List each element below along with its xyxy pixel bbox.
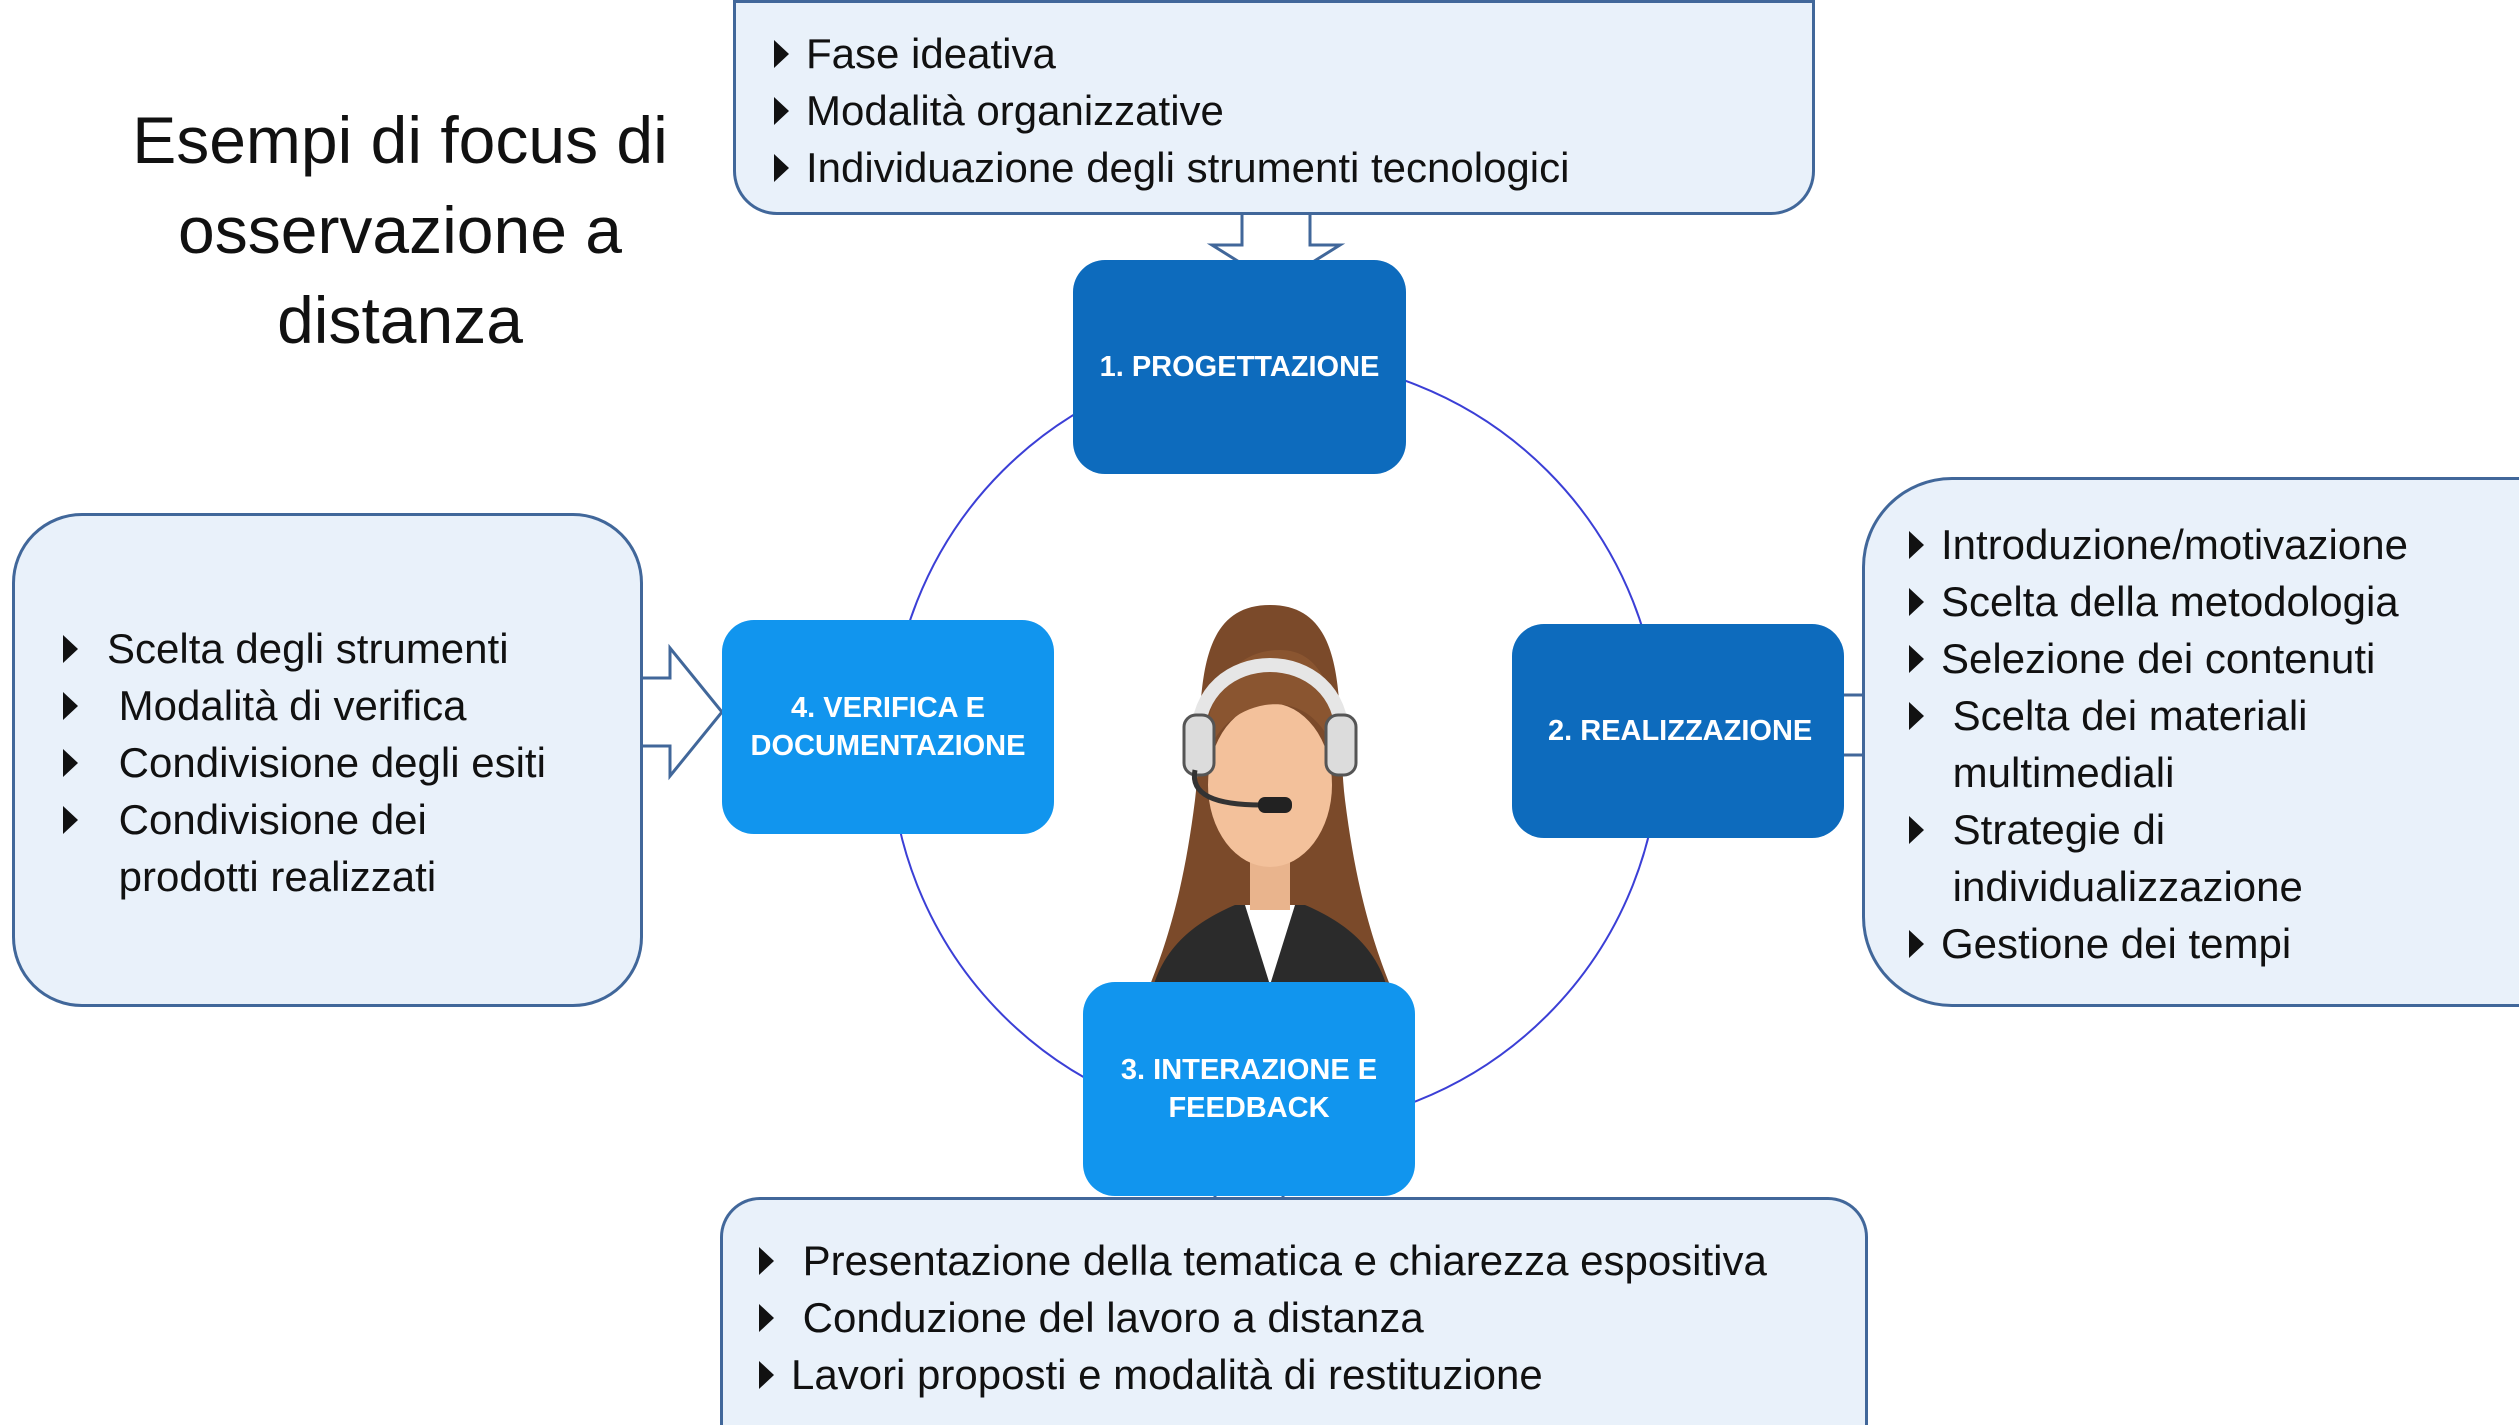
list-item: Gestione dei tempi: [1909, 915, 2519, 972]
list-item: Condivisione dei prodotti realizzati: [63, 791, 640, 905]
phase-verifica-label-2: DOCUMENTAZIONE: [750, 730, 1026, 762]
triangle-right-icon: [1909, 816, 1924, 844]
phase-realizzazione: 2. REALIZZAZIONE: [1512, 624, 1844, 838]
triangle-right-icon: [774, 97, 789, 125]
list-item: Introduzione/motivazione: [1909, 516, 2519, 573]
list-item: Scelta dei materiali multimediali: [1909, 687, 2519, 801]
list-item: Condivisione degli esiti: [63, 734, 640, 791]
note-box-right: Introduzione/motivazione Scelta della me…: [1862, 477, 2519, 1007]
triangle-right-icon: [1909, 531, 1924, 559]
phase-interazione: 3. INTERAZIONE E FEEDBACK: [1083, 982, 1415, 1196]
triangle-right-icon: [1909, 645, 1924, 673]
triangle-right-icon: [63, 749, 78, 777]
note-box-left: Scelta degli strumenti Modalità di verif…: [12, 513, 643, 1007]
triangle-right-icon: [1909, 702, 1924, 730]
list-item: Modalità di verifica: [63, 677, 640, 734]
triangle-right-icon: [63, 635, 78, 663]
headset-earcup-left: [1182, 713, 1216, 777]
headset-mic: [1258, 797, 1292, 813]
shirt: [1245, 905, 1295, 985]
headset-band: [1190, 658, 1350, 741]
page-title: Esempi di focus di osservazione a distan…: [90, 95, 710, 365]
list-item: Fase ideativa: [774, 25, 1812, 82]
triangle-right-icon: [63, 806, 78, 834]
triangle-right-icon: [759, 1361, 774, 1389]
list-item: Lavori proposti e modalità di restituzio…: [759, 1346, 1865, 1403]
triangle-right-icon: [774, 154, 789, 182]
list-item: Conduzione del lavoro a distanza: [759, 1289, 1865, 1346]
title-line-2: osservazione a: [178, 193, 622, 267]
list-item: Presentazione della tematica e chiarezza…: [759, 1232, 1865, 1289]
phase-realizzazione-label: 2. REALIZZAZIONE: [1548, 715, 1813, 747]
phase-progettazione-label: 1. PROGETTAZIONE: [1099, 351, 1380, 383]
phase-interazione-label-1: 3. INTERAZIONE E: [1120, 1054, 1378, 1086]
list-item: Individuazione degli strumenti tecnologi…: [774, 139, 1812, 196]
phase-progettazione: 1. PROGETTAZIONE: [1073, 260, 1406, 474]
note-box-top: Fase ideativa Modalità organizzative Ind…: [733, 0, 1815, 215]
headset-mic-arm: [1191, 769, 1263, 808]
list-item: Scelta della metodologia: [1909, 573, 2519, 630]
title-line-3: distanza: [277, 283, 523, 357]
triangle-right-icon: [1909, 930, 1924, 958]
list-item: Scelta degli strumenti: [63, 620, 640, 677]
title-line-1: Esempi di focus di: [132, 103, 668, 177]
triangle-right-icon: [63, 692, 78, 720]
note-box-bottom: Presentazione della tematica e chiarezza…: [720, 1197, 1868, 1425]
phase-verifica-label-1: 4. VERIFICA E: [791, 692, 985, 724]
triangle-right-icon: [759, 1247, 774, 1275]
list-item: Strategie di individualizzazione: [1909, 801, 2519, 915]
phase-interazione-label-2: FEEDBACK: [1168, 1092, 1330, 1124]
phase-verifica: 4. VERIFICA E DOCUMENTAZIONE: [722, 620, 1054, 834]
headset-operator-illustration: [1150, 605, 1390, 1000]
headset-earcup-right: [1324, 713, 1358, 777]
list-item: Selezione dei contenuti: [1909, 630, 2519, 687]
triangle-right-icon: [1909, 588, 1924, 616]
list-item: Modalità organizzative: [774, 82, 1812, 139]
face: [1208, 703, 1332, 867]
triangle-right-icon: [774, 40, 789, 68]
triangle-right-icon: [759, 1304, 774, 1332]
